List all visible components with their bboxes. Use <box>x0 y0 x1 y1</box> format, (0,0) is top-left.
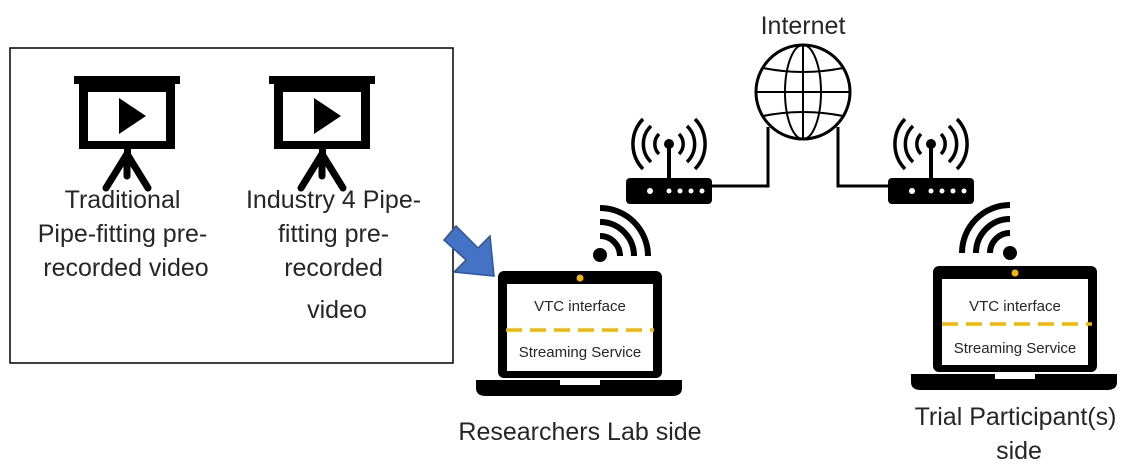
lab-vtc-interface-label: VTC interface <box>534 298 626 315</box>
videos-box <box>9 47 454 364</box>
wifi-router-icon <box>888 117 974 204</box>
participant-caption: Trial Participant(s) side <box>915 403 1124 465</box>
wifi-icon <box>593 205 651 262</box>
video-left-caption: Traditional Pipe-fitting pre- recorded v… <box>38 186 214 282</box>
arrow-icon <box>442 224 495 277</box>
network-links <box>712 127 892 188</box>
participant-vtc-interface-label: VTC interface <box>969 298 1061 315</box>
laptop-icon <box>476 271 682 396</box>
globe-icon <box>754 43 852 141</box>
internet-label: Internet <box>761 12 846 40</box>
laptop-icon <box>911 266 1117 390</box>
projector-screen-icon <box>269 76 375 192</box>
video-right-caption: Industry 4 Pipe- fitting pre- recorded v… <box>246 186 428 324</box>
participant-streaming-service-label: Streaming Service <box>954 340 1077 357</box>
projector-screen-icon <box>74 76 180 192</box>
wifi-icon <box>959 202 1017 260</box>
lab-caption: Researchers Lab side <box>458 418 701 446</box>
lab-streaming-service-label: Streaming Service <box>519 344 642 361</box>
wifi-router-icon <box>626 117 712 204</box>
